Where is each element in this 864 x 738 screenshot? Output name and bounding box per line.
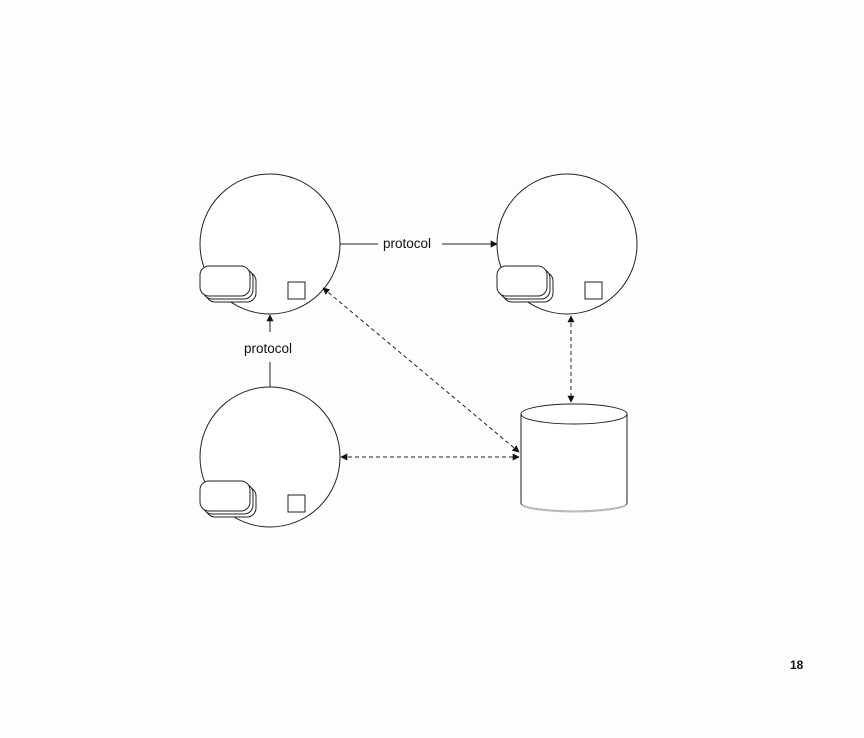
stack-icon <box>496 265 554 303</box>
protocol-label-vertical: protocol <box>244 341 293 356</box>
node-top-right <box>496 173 638 315</box>
square-icon <box>584 281 603 300</box>
stack-icon <box>199 265 257 303</box>
page-number: 18 <box>790 658 804 672</box>
stack-icon <box>199 480 257 518</box>
node-bottom-left <box>199 386 341 528</box>
database-icon <box>520 403 628 513</box>
protocol-label-horizontal: protocol <box>383 236 432 251</box>
node-top-left <box>199 173 341 315</box>
square-icon <box>287 281 306 300</box>
square-icon <box>287 494 306 513</box>
dashed-link-topleft-database <box>322 287 520 453</box>
